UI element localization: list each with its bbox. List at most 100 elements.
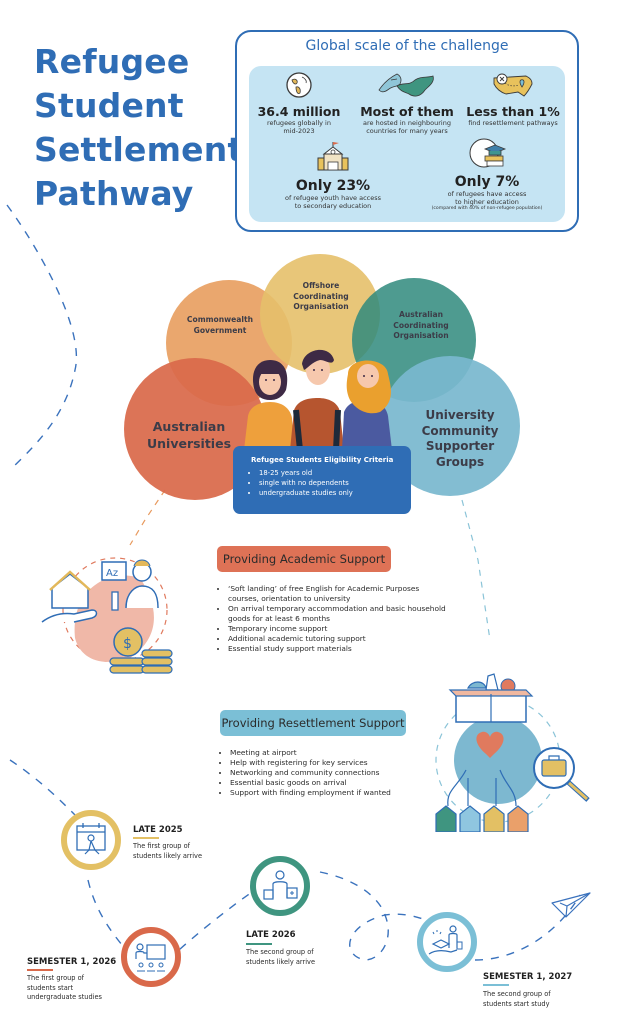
timeline-accent-bar bbox=[133, 837, 159, 839]
label-line: Commonwealth bbox=[186, 315, 254, 324]
page-title: Refugee Student Settlement Pathway bbox=[34, 40, 243, 216]
houses-row-icon bbox=[435, 805, 529, 832]
desc-line: The first group of bbox=[27, 974, 84, 982]
resettlement-support-item: Networking and community connections bbox=[230, 768, 440, 778]
criteria-item: 18-25 years old bbox=[259, 468, 353, 478]
paper-plane-icon bbox=[551, 892, 591, 918]
stat-caption: to secondary education bbox=[294, 202, 372, 210]
stat-headline: Less than 1% bbox=[466, 104, 560, 119]
coins-icon: $ bbox=[109, 627, 173, 674]
map-regions-icon bbox=[378, 73, 434, 97]
stat-neighbouring-hosts: Most of them are hosted in neighbouring … bbox=[353, 70, 461, 135]
stat-caption: are hosted in neighbouring bbox=[363, 119, 451, 127]
academic-support-item: Additional academic tutoring support bbox=[228, 634, 448, 644]
label-line: Community bbox=[421, 423, 499, 438]
academic-connector bbox=[129, 489, 166, 546]
school-building-icon bbox=[317, 142, 349, 171]
stat-secondary-education: Only 23% of refugee youth have access to… bbox=[273, 140, 393, 210]
stat-caption: find resettlement pathways bbox=[468, 119, 558, 127]
label-line: University bbox=[425, 408, 495, 422]
stat-headline: Only 7% bbox=[454, 174, 520, 190]
desc-line: The first group of bbox=[133, 842, 190, 850]
desc-line: The second group of bbox=[483, 990, 551, 998]
stat-footnote: (compared with 40% of non-refugee popula… bbox=[431, 206, 543, 211]
resettlement-support-item: Support with finding employment if wante… bbox=[230, 788, 440, 798]
job-search-magnifier-icon bbox=[533, 747, 590, 802]
stat-caption: mid-2023 bbox=[283, 127, 315, 135]
stat-caption: of refugees have access bbox=[447, 190, 527, 198]
timeline-date: SEMESTER 1, 2026 bbox=[27, 957, 117, 967]
label-line: Coordinating bbox=[393, 320, 449, 330]
globe-icon bbox=[286, 72, 312, 98]
timeline-ring-late-2026 bbox=[250, 856, 310, 916]
timeline-ring-late-2025 bbox=[61, 810, 121, 870]
timeline-date: LATE 2025 bbox=[133, 825, 183, 835]
desc-line: undergraduate studies bbox=[27, 993, 102, 1001]
stat-higher-education: Only 7% of refugees have access to highe… bbox=[417, 136, 557, 212]
desc-line: students likely arrive bbox=[133, 851, 203, 860]
label-australian-coordinating: Australian Coordinating Organisation bbox=[376, 310, 466, 342]
resettlement-support-heading: Providing Resettlement Support bbox=[220, 710, 406, 736]
tutor-with-board-icon: Az bbox=[101, 559, 159, 611]
label-community-supporters: University Community Supporter Groups bbox=[410, 408, 510, 470]
graduate-handover-icon bbox=[428, 925, 463, 955]
timeline-description: The second group of students likely arri… bbox=[246, 948, 315, 967]
stat-resettlement: Less than 1% find resettlement pathways bbox=[463, 70, 563, 127]
traveller-luggage-icon bbox=[263, 870, 298, 900]
label-line: Supporter bbox=[425, 439, 495, 453]
resettlement-support-item: Meeting at airport bbox=[230, 748, 440, 758]
label-line: Universities bbox=[146, 436, 232, 451]
label-line: Organisation bbox=[293, 302, 349, 311]
criteria-item: single with no dependents bbox=[259, 478, 353, 488]
stat-headline: Only 23% bbox=[295, 178, 371, 194]
svg-text:$: $ bbox=[123, 636, 132, 652]
resettlement-support-item: Essential basic goods on arrival bbox=[230, 778, 440, 788]
academic-support-list: ‘Soft landing’ of free English for Acade… bbox=[218, 584, 448, 654]
stat-caption: countries for many years bbox=[366, 127, 448, 135]
academic-support-item: Essential study support materials bbox=[228, 644, 448, 654]
label-australian-universities: Australian Universities bbox=[134, 418, 244, 452]
timeline-curve-c bbox=[167, 889, 256, 961]
label-line: Government bbox=[193, 326, 247, 335]
label-line: Offshore bbox=[302, 281, 340, 290]
academic-support-heading: Providing Academic Support bbox=[217, 546, 391, 572]
resettlement-connector bbox=[461, 499, 491, 641]
academic-support-item: ‘Soft landing’ of free English for Acade… bbox=[228, 584, 448, 604]
title-line: Pathway bbox=[34, 174, 194, 213]
label-line: Australian bbox=[152, 419, 226, 434]
timeline-ring-semester-1-2026 bbox=[121, 927, 181, 987]
timeline-date: LATE 2026 bbox=[246, 930, 296, 940]
desc-line: students start study bbox=[483, 999, 550, 1008]
stat-caption: to higher education bbox=[455, 198, 519, 206]
stats-grid: 36.4 million refugees globally in mid-20… bbox=[249, 66, 565, 222]
stat-caption: refugees globally in bbox=[267, 119, 331, 127]
label-line: Coordinating bbox=[293, 291, 349, 301]
academic-support-item: Temporary income support bbox=[228, 624, 448, 634]
label-line: Australian bbox=[398, 310, 444, 319]
desc-line: The second group of bbox=[246, 948, 314, 956]
timeline-curve-a bbox=[9, 759, 76, 816]
desc-line: students start bbox=[27, 983, 74, 992]
title-line: Refugee bbox=[34, 42, 190, 81]
stat-caption: of refugee youth have access bbox=[284, 194, 382, 202]
label-offshore-coordinating: Offshore Coordinating Organisation bbox=[276, 281, 366, 313]
timeline-curve-b bbox=[87, 879, 123, 946]
eligibility-criteria-card: Refugee Students Eligibility Criteria 18… bbox=[233, 446, 411, 514]
stat-headline: 36.4 million bbox=[257, 104, 341, 119]
timeline-description: The first group of students start underg… bbox=[27, 974, 102, 1003]
timeline-accent-bar bbox=[483, 984, 509, 986]
timeline-date: SEMESTER 1, 2027 bbox=[483, 972, 573, 982]
academic-support-illustration: Az $ bbox=[41, 557, 173, 674]
resettlement-support-item: Help with registering for key services bbox=[230, 758, 440, 768]
academic-support-item: On arrival temporary accommodation and b… bbox=[228, 604, 448, 624]
title-line: Student bbox=[34, 86, 184, 125]
donation-box-icon bbox=[448, 673, 534, 723]
timeline-description: The second group of students start study bbox=[483, 990, 551, 1009]
global-scale-panel: Global scale of the challenge 36.4 milli… bbox=[235, 30, 579, 232]
label-commonwealth-government: Commonwealth Government bbox=[172, 314, 268, 336]
heart-icon bbox=[476, 731, 504, 758]
resettlement-support-list: Meeting at airport Help with registering… bbox=[220, 748, 440, 798]
panel-heading: Global scale of the challenge bbox=[305, 38, 509, 54]
left-pathway-curve bbox=[6, 204, 78, 471]
